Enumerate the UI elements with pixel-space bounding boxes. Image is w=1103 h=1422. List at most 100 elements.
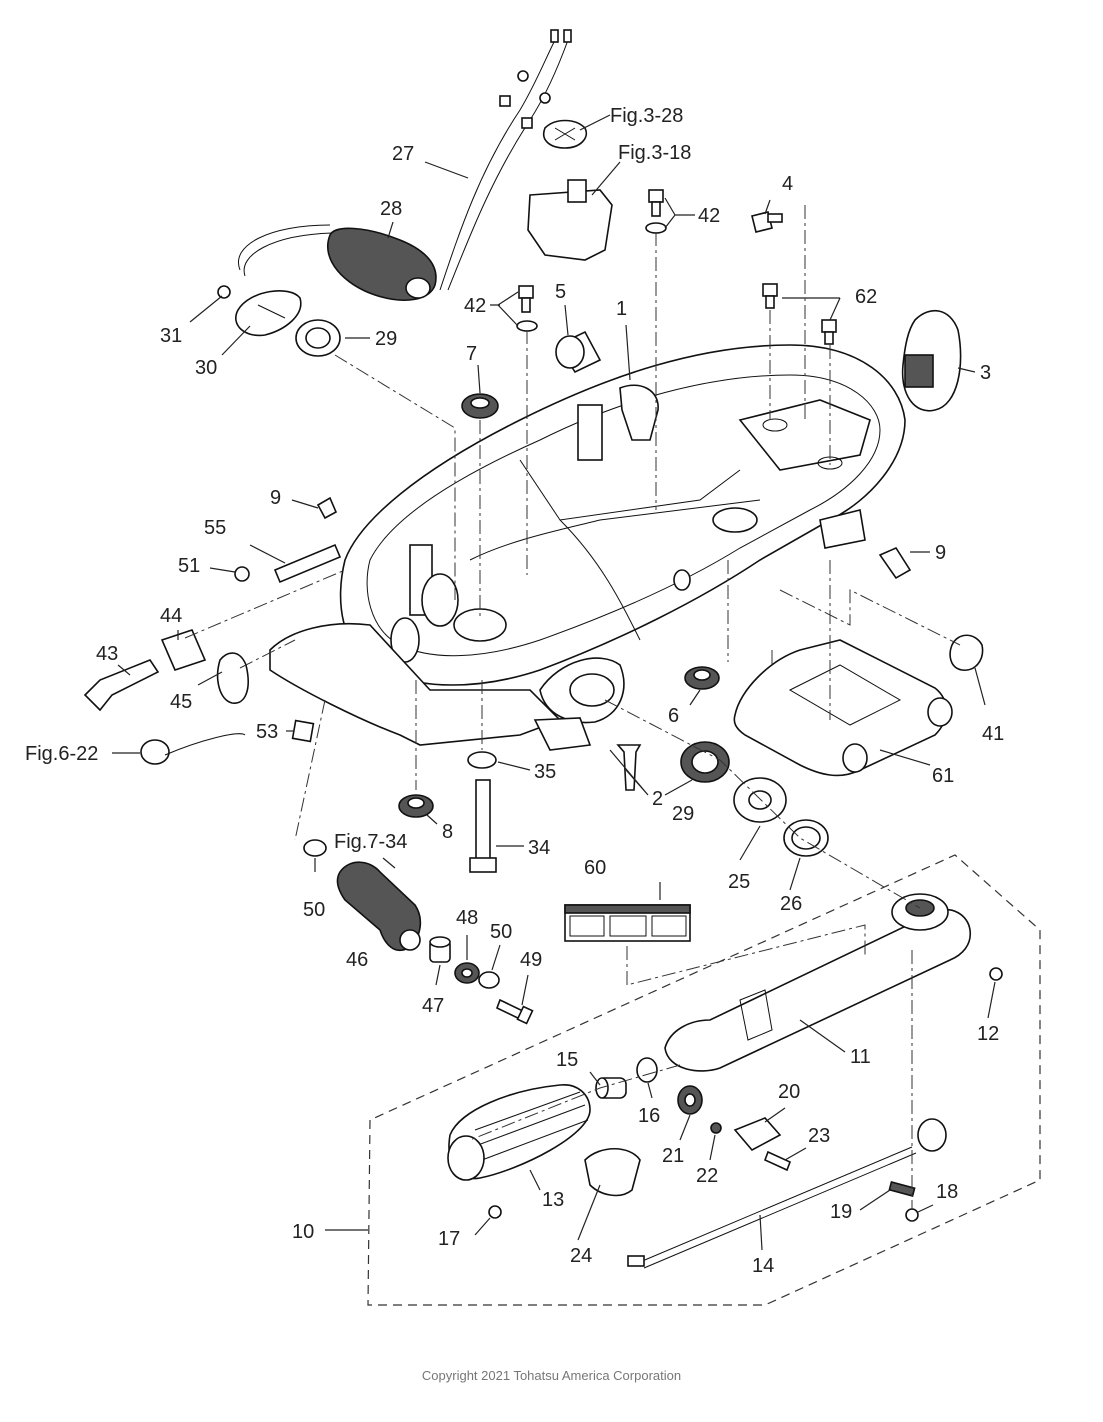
label-6: 6 [668, 705, 679, 727]
washer-26 [783, 819, 829, 857]
label-7: 7 [466, 343, 477, 365]
bolt-34 [469, 779, 497, 873]
label-41: 41 [982, 723, 1004, 745]
label-2: 2 [652, 788, 663, 810]
label-44: 44 [160, 605, 182, 627]
label-5: 5 [555, 281, 566, 303]
bolt-42-lower [516, 285, 538, 332]
clip-45 [216, 652, 249, 704]
label-30: 30 [195, 357, 217, 379]
washer-48 [454, 962, 480, 984]
bolt-2 [616, 744, 642, 791]
label-3: 3 [980, 362, 991, 384]
nut-22 [710, 1122, 722, 1134]
label-46: 46 [346, 949, 368, 971]
label-61: 61 [932, 765, 954, 787]
screw-9-left [316, 496, 338, 520]
shaft-14 [627, 1118, 947, 1269]
seal-29-lower [680, 741, 730, 783]
side-cover-3 [901, 309, 962, 412]
screw-18 [905, 1208, 919, 1222]
bolt-42-upper [645, 189, 667, 234]
washer-50-right [478, 971, 500, 989]
label-31: 31 [160, 325, 182, 347]
bolt-62-left [762, 283, 778, 309]
label-9-left: 9 [270, 487, 281, 509]
label-16: 16 [638, 1105, 660, 1127]
collar-47 [429, 936, 451, 963]
copyright-notice: Copyright 2021 Tohatsu America Corporati… [421, 1368, 682, 1383]
bracket-44 [160, 629, 207, 671]
label-25: 25 [728, 871, 750, 893]
washer-35 [467, 751, 497, 769]
label-49: 49 [520, 949, 542, 971]
label-fig6-22: Fig.6-22 [25, 743, 98, 765]
grommet-8 [398, 794, 434, 818]
label-18: 18 [936, 1181, 958, 1203]
washer-16 [636, 1057, 658, 1083]
screw-9-right [878, 546, 912, 580]
grip-13 [447, 1084, 591, 1181]
pin-43 [83, 659, 160, 712]
label-50-left: 50 [303, 899, 325, 921]
label-11: 11 [850, 1046, 871, 1068]
seal-29-upper [295, 319, 341, 357]
label-22: 22 [696, 1165, 718, 1187]
tiller-assembly-boundary [367, 854, 1041, 1306]
label-19: 19 [830, 1201, 852, 1223]
label-1: 1 [616, 298, 627, 320]
fig6-22-link [140, 733, 246, 765]
plate-53 [291, 719, 315, 743]
carry-handle-61 [733, 639, 953, 777]
decal-55 [273, 543, 342, 584]
washer-50-left [303, 839, 327, 857]
label-62: 62 [855, 286, 877, 308]
clip-24 [584, 1148, 641, 1197]
label-4: 4 [782, 173, 793, 195]
label-42-upper: 42 [698, 205, 720, 227]
label-13: 13 [542, 1189, 564, 1211]
label-8: 8 [442, 821, 453, 843]
grommet-7 [461, 393, 499, 419]
screw-17 [488, 1205, 502, 1219]
label-53: 53 [256, 721, 278, 743]
label-47: 47 [422, 995, 444, 1017]
label-20: 20 [778, 1081, 800, 1103]
bolt-4 [751, 211, 783, 233]
fig3-28-part [543, 119, 587, 149]
label-26: 26 [780, 893, 802, 915]
washer-25 [733, 777, 787, 823]
grommet-51 [234, 566, 250, 582]
label-9-right: 9 [935, 542, 946, 564]
label-15: 15 [556, 1049, 578, 1071]
label-51: 51 [178, 555, 200, 577]
assembly-centerlines [184, 205, 961, 1210]
knob-21 [677, 1085, 703, 1115]
grommet-6 [684, 666, 720, 690]
label-29-upper: 29 [375, 328, 397, 350]
label-35: 35 [534, 761, 556, 783]
label-42-lower: 42 [464, 295, 486, 317]
rubber-grommet-boot [238, 224, 437, 301]
callout-labels: 1 2 3 4 5 6 7 8 9 9 10 11 12 13 14 15 16… [25, 105, 1004, 1277]
label-10: 10 [292, 1221, 314, 1243]
label-60: 60 [584, 857, 606, 879]
leader-lines [112, 114, 996, 1251]
label-34: 34 [528, 837, 550, 859]
label-fig3-28: Fig.3-28 [610, 105, 683, 127]
decal-60 [564, 904, 691, 942]
screw-23 [763, 1150, 792, 1172]
fig3-18-part [527, 179, 613, 261]
label-29-lower: 29 [672, 803, 694, 825]
tiller-handle-11 [664, 893, 972, 1072]
label-23: 23 [808, 1125, 830, 1147]
label-12: 12 [977, 1023, 999, 1045]
plate-19 [888, 1181, 916, 1197]
label-17: 17 [438, 1228, 460, 1250]
cable-harness [439, 29, 572, 291]
label-24: 24 [570, 1245, 592, 1267]
grommet-plate [235, 290, 302, 337]
cap-41 [949, 634, 984, 671]
label-fig3-18: Fig.3-18 [618, 142, 691, 164]
label-21: 21 [662, 1145, 684, 1167]
